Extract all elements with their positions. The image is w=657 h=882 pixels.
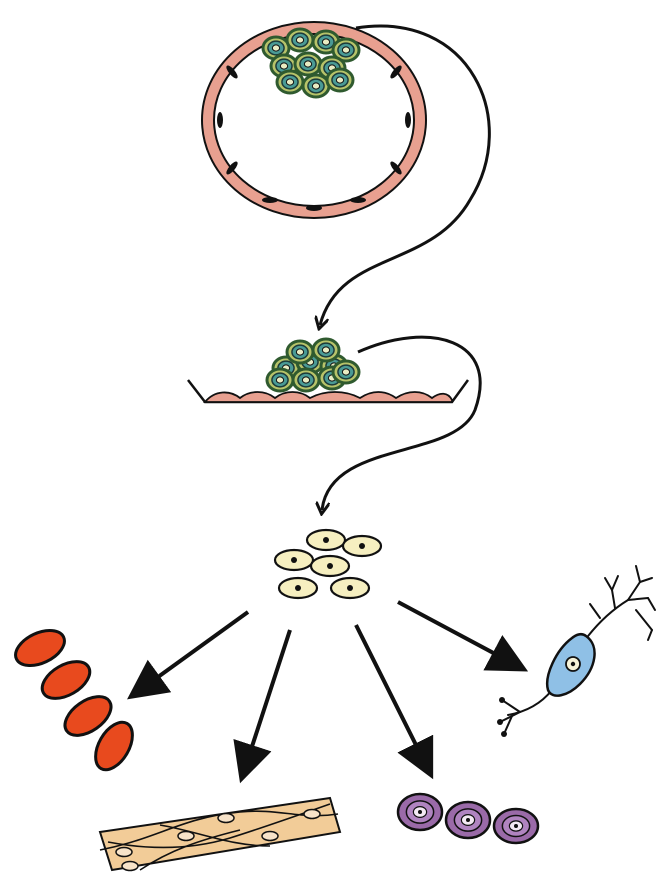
dendrites xyxy=(585,566,655,640)
purple-cell xyxy=(446,802,490,838)
stem-cell xyxy=(279,578,317,598)
purple-cell xyxy=(398,794,442,830)
icm-cell xyxy=(303,75,329,97)
arrow-to-purple-cells xyxy=(356,625,426,765)
stem-cell xyxy=(311,556,349,576)
muscle-nucleus xyxy=(116,848,132,857)
icm-colony-cell xyxy=(333,361,359,383)
icm-cell xyxy=(327,69,353,91)
differentiation-arrows xyxy=(140,602,514,768)
icm-cell xyxy=(287,29,313,51)
muscle-nucleus xyxy=(304,810,320,819)
icm-colony-cell xyxy=(287,341,313,363)
muscle-nucleus xyxy=(178,832,194,841)
muscle-nucleus xyxy=(122,862,138,871)
icm-colony-cell xyxy=(293,369,319,391)
arrow-to-red-blood-cells xyxy=(140,612,248,690)
round-purple-cells xyxy=(398,794,538,843)
stem-cell xyxy=(343,536,381,556)
muscle-nucleus xyxy=(218,814,234,823)
arrow-to-nerve-cell xyxy=(398,602,514,664)
icm-colony-cell xyxy=(313,339,339,361)
icm-cell xyxy=(295,53,321,75)
inner-cell-mass-culture xyxy=(188,339,468,402)
stem-cell xyxy=(275,550,313,570)
muscle-nucleus xyxy=(262,832,278,841)
stem-cell xyxy=(331,578,369,598)
muscle-tissue xyxy=(100,798,340,870)
nerve-cell xyxy=(497,566,655,737)
feeder-layer xyxy=(205,392,452,402)
smooth-muscle-cells xyxy=(100,798,340,871)
inner-cell-mass-colony xyxy=(267,339,359,391)
cultured-stem-cells xyxy=(275,530,381,598)
axon xyxy=(500,690,552,734)
stem-cell xyxy=(307,530,345,550)
icm-colony-cell xyxy=(267,369,293,391)
icm-cell xyxy=(277,71,303,93)
red-blood-cells xyxy=(10,623,140,776)
blastocyst xyxy=(208,28,420,212)
inner-cell-mass xyxy=(263,29,359,97)
purple-cell xyxy=(494,809,538,843)
arrow-to-muscle-cells xyxy=(245,630,290,768)
neuron-nucleolus xyxy=(571,662,575,666)
